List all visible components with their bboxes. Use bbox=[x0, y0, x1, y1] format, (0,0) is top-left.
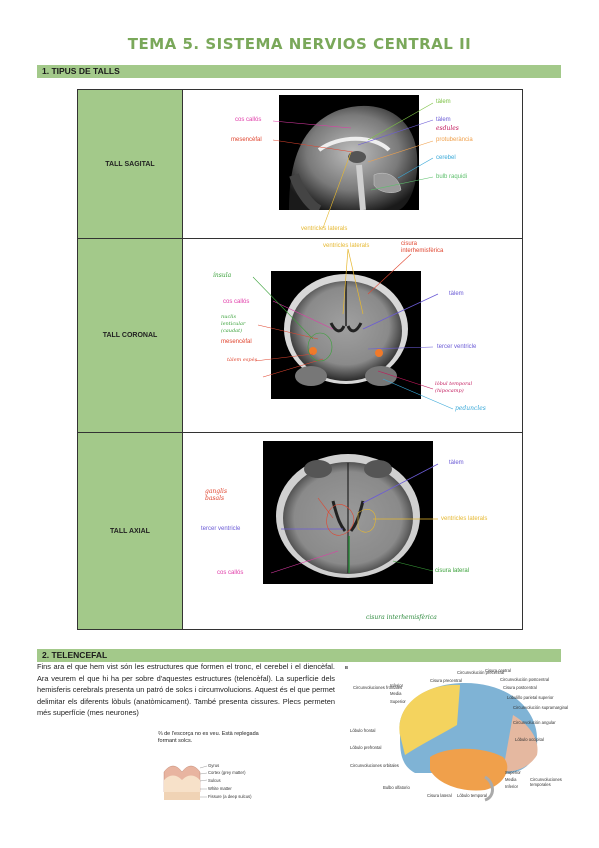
axial-mri-image bbox=[263, 441, 433, 584]
fig-label-circ-precentral: Circunvolución precentral bbox=[457, 670, 505, 675]
fig-label-lobulo-frontal: Lóbulo frontal bbox=[350, 728, 376, 733]
row-label-coronal: TALL CORONAL bbox=[77, 238, 183, 433]
figure-letter: B bbox=[345, 665, 349, 670]
label-tercer-ventricle: tercer ventricle bbox=[201, 526, 241, 532]
fig-label-bulbo-olfatorio: Bulbo olfatorio bbox=[383, 785, 410, 790]
layer-label-sulcus: Sulcus bbox=[208, 778, 221, 783]
telencefal-paragraph: Fins ara el que hem vist són les estruct… bbox=[37, 661, 335, 719]
fig-label-cisura-postcentral: Cisura postcentral bbox=[503, 685, 537, 690]
fig-label-circ-angular: Circunvolución angular bbox=[513, 720, 556, 725]
label-cisura-lateral: cisura lateral bbox=[435, 568, 470, 574]
label-insula: ínsula bbox=[213, 272, 232, 279]
label-cos-callos: cos callós bbox=[235, 117, 262, 123]
cortex-layers-figure: Gyrus Cortex (grey matter) Sulcus White … bbox=[162, 762, 252, 804]
label-nuclis-lenticular: nuclis lenticular (caudat) bbox=[221, 314, 246, 334]
label-esdules: esdules bbox=[436, 125, 459, 132]
layer-label-gyrus: Gyrus bbox=[208, 763, 220, 768]
fig-label-circ-postcentral: Circunvolución postcentral bbox=[500, 677, 550, 682]
fig-label-superior-t: Superior bbox=[505, 770, 521, 775]
label-ventricles-laterals: ventricles laterals bbox=[441, 516, 488, 522]
label-talem-espes: tàlem espès bbox=[227, 357, 258, 363]
fig-label-circ-frontales: Circunvoluciones frontales bbox=[353, 685, 403, 690]
label-cos-callos: cos callós bbox=[217, 570, 244, 576]
fig-label-lobulillo-parietal: Lobulillo parietal superior bbox=[507, 695, 554, 700]
fig-label-lobulo-temporal: Lóbulo temporal bbox=[457, 793, 488, 798]
section-header-telencefal: 2. TELENCEFAL bbox=[37, 649, 561, 662]
section-heading: 2. TELENCEFAL bbox=[42, 650, 108, 660]
coronal-mri-image bbox=[271, 271, 421, 399]
page-title: TEMA 5. SISTEMA NERVIOS CENTRAL II bbox=[127, 35, 472, 53]
label-ventricles-laterals: ventricles laterals bbox=[301, 226, 348, 232]
coronal-image-cell: ventricles laterals cisura interhemisfèr… bbox=[182, 238, 523, 433]
fig-label-media-t: Media bbox=[505, 777, 517, 782]
sagital-mri-image bbox=[279, 95, 419, 210]
label-lobul-hipocamp: lòbul temporal (hipocamp) bbox=[435, 381, 473, 394]
label-mesencefal: mesencèfal bbox=[221, 339, 252, 345]
label-cisura-interhemisferica: cisura interhemisfèrica bbox=[366, 614, 437, 621]
layer-label-white-matter: White matter bbox=[208, 786, 232, 791]
label-cos-callos: cos callós bbox=[223, 299, 250, 305]
paragraph-text: Fins ara el que hem vist són les estruct… bbox=[37, 662, 335, 718]
layer-label-fissure: Fissure (a deep sulcus) bbox=[208, 794, 252, 799]
label-protuberancia: protuberància bbox=[436, 137, 473, 143]
fig-label-cisura-lateral: Cisura lateral bbox=[427, 793, 452, 798]
layer-label-cortex: Cortex (grey matter) bbox=[208, 770, 246, 775]
lateral-brain-figure: B Circunvoluciones frontales Inferior Me… bbox=[345, 665, 568, 810]
fig-label-circ-supramarginal: Circunvolución supramarginal bbox=[513, 705, 569, 710]
cortex-caption: ⅔ de l'escorça no es veu. Està replegada… bbox=[158, 731, 259, 744]
fig-label-circ-orbitales: Circunvoluciones orbitales bbox=[350, 763, 399, 768]
label-cisura-interhemisferica: cisura interhemisfèrica bbox=[401, 241, 444, 254]
fig-label-inferior-t: Inferior bbox=[505, 784, 519, 789]
label-bulb-raquidi: bulb raquidi bbox=[436, 174, 468, 180]
fig-label-cisura-precentral: Cisura precentral bbox=[430, 678, 462, 683]
label-talem: tàlem bbox=[449, 291, 464, 297]
fig-label-superior: Superior bbox=[390, 699, 406, 704]
axial-image-cell: ganglis basals tàlem ventricles laterals… bbox=[182, 432, 523, 630]
section-header-tipus-de-talls: 1. TIPUS DE TALLS bbox=[37, 65, 561, 78]
label-mesencefal: mesencèfal bbox=[231, 137, 262, 143]
fig-label-cisura-central: Cisura central bbox=[485, 668, 511, 673]
label-peduncles: peduncles bbox=[455, 405, 486, 412]
sagital-image-cell: cos callós mesencèfal tàlem tàlem esdule… bbox=[182, 89, 523, 239]
label-cerebel: cerebel bbox=[436, 155, 456, 161]
label-talem: tàlem bbox=[436, 117, 451, 123]
fig-label-media: Media bbox=[390, 691, 402, 696]
label-talem-top: tàlem bbox=[436, 99, 451, 105]
label-tercer-ventricle: tercer ventricle bbox=[437, 344, 477, 350]
row-label-axial: TALL AXIAL bbox=[77, 432, 183, 630]
label-ventricles-laterals: ventricles laterals bbox=[323, 243, 370, 249]
brain-sections-table: TALL SAGITAL bbox=[77, 89, 523, 630]
fig-label-inferior: Inferior bbox=[390, 683, 404, 688]
label-ganglis-basals: ganglis basals bbox=[205, 488, 228, 502]
fig-label-circ-temporales: Circunvoluciones temporales bbox=[530, 777, 562, 787]
row-label-sagital: TALL SAGITAL bbox=[77, 89, 183, 239]
section-heading: 1. TIPUS DE TALLS bbox=[42, 66, 120, 76]
label-talem: tàlem bbox=[449, 460, 464, 466]
fig-label-lobulo-occipital: Lóbulo occipital bbox=[515, 737, 544, 742]
fig-label-lobulo-prefrontal: Lóbulo prefrontal bbox=[350, 745, 382, 750]
